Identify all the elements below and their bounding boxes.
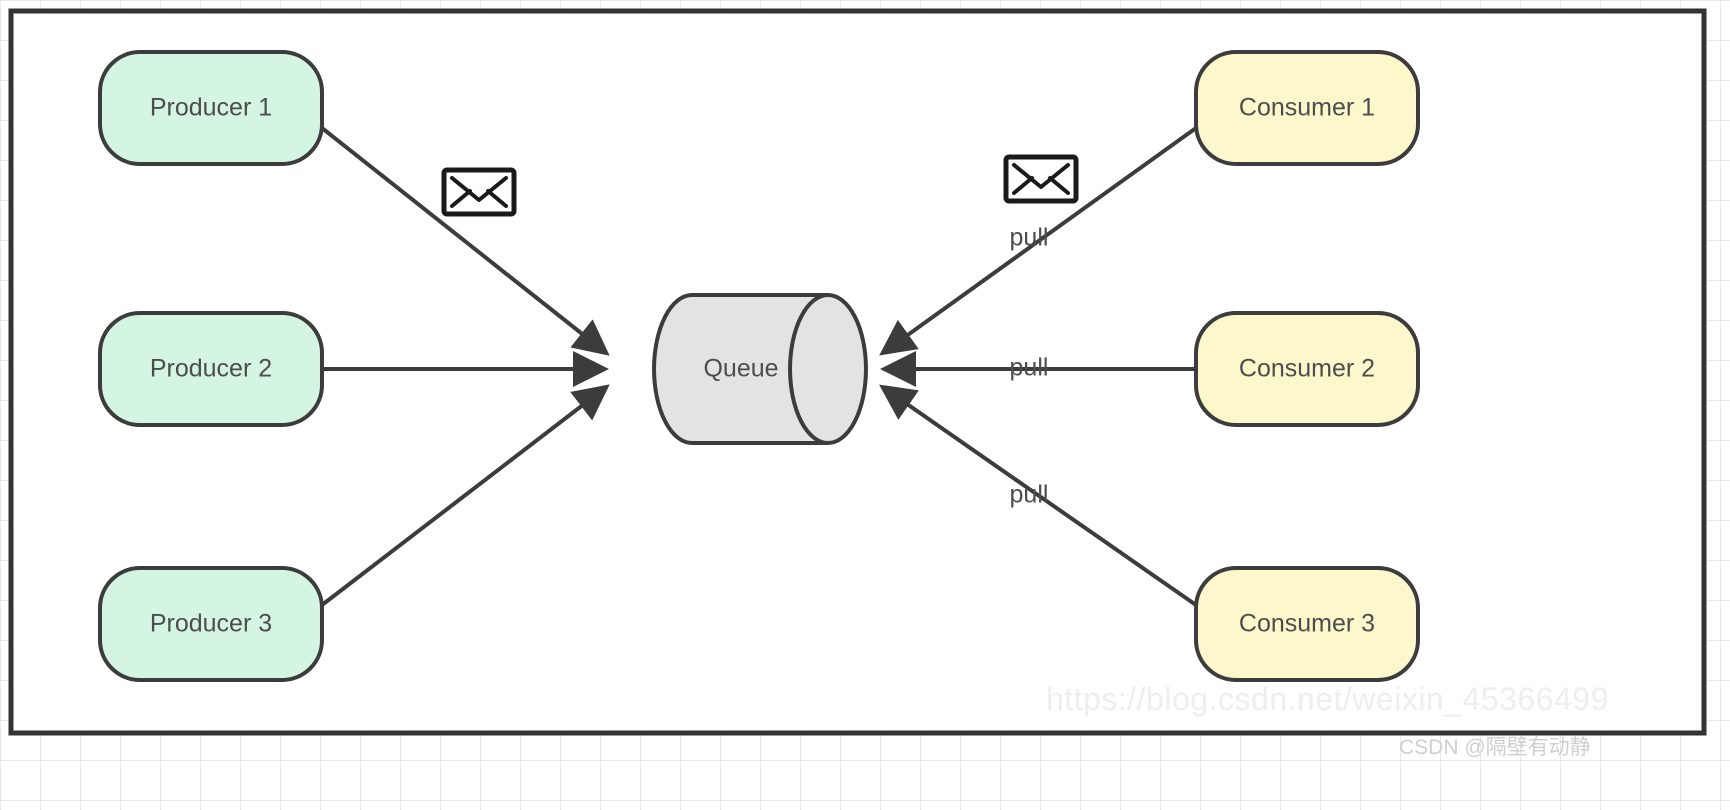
edge-label-pull-3: pull [1010,481,1049,509]
envelope-icon-flap [450,176,508,202]
edge-label-pull-2: pull [1010,354,1049,382]
producer-1-label: Producer 1 [150,94,272,122]
consumer-1-shape [1194,50,1420,166]
producer-2-label: Producer 2 [150,355,272,383]
producer-3-label: Producer 3 [150,610,272,638]
producer-1-node[interactable]: Producer 1 [98,50,324,166]
envelope-icon-fold-right [486,189,508,208]
envelope-icon-fold-right [1048,176,1070,195]
queue-cylinder-cap [788,293,829,445]
envelope-icon [441,167,517,217]
consumer-1-node[interactable]: Consumer 1 [1194,50,1420,166]
edge-label-pull-1: pull [1010,224,1049,252]
envelope-icon-fold-left [450,189,472,208]
producer-1-shape [98,50,324,166]
envelope-icon [1003,154,1079,204]
edge-consumer-3-to-queue [879,384,1198,607]
consumer-2-node[interactable]: Consumer 2 [1194,311,1420,427]
producer-3-node[interactable]: Producer 3 [98,566,324,682]
consumer-3-label: Consumer 3 [1239,610,1375,638]
queue-node[interactable]: Queue [652,293,868,445]
envelope-icon-body [441,167,517,217]
producer-3-shape [98,566,324,682]
consumer-1-label: Consumer 1 [1239,94,1375,122]
producer-2-node[interactable]: Producer 2 [98,311,324,427]
producer-2-shape [98,311,324,427]
queue-label: Queue [703,355,778,383]
envelope-icon-fold-left [1012,176,1034,195]
envelope-icon-flap [1012,163,1070,189]
consumer-3-node[interactable]: Consumer 3 [1194,566,1420,682]
consumer-2-shape [1194,311,1420,427]
edge-producer-1-to-queue [320,126,610,356]
consumer-2-label: Consumer 2 [1239,355,1375,383]
consumer-3-shape [1194,566,1420,682]
edge-producer-3-to-queue [320,384,610,607]
edge-consumer-1-to-queue [879,126,1198,356]
envelope-icon-body [1003,154,1079,204]
